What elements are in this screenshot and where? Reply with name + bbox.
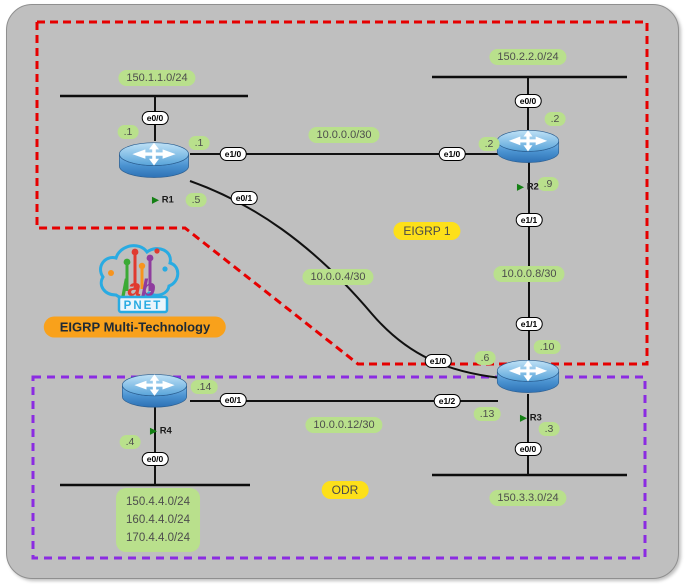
network-label-link-r4-r3: 10.0.0.12/30: [305, 417, 383, 433]
network-label-link-r2-r3: 10.0.0.8/30: [493, 266, 565, 282]
network-label-lan-r2: 150.2.2.0/24: [489, 49, 567, 65]
interface-r4-e0-0: e0/0: [141, 452, 169, 466]
interface-r2-e1-1: e1/1: [515, 213, 543, 227]
address-r3-lan: .3: [538, 422, 560, 436]
interface-r3-e1-0: e1/0: [424, 354, 452, 368]
network-label-link-r1-r3: 10.0.0.4/30: [302, 269, 374, 285]
address-r1-to-r2: .1: [188, 136, 210, 150]
logo-pnet-text: PNET: [124, 300, 163, 312]
lan-r4-net-1: 150.4.4.0/24: [126, 496, 190, 508]
address-r4-lan: .4: [119, 435, 141, 449]
address-r1-to-r3: .5: [185, 193, 207, 207]
address-r2-lan: .2: [544, 112, 566, 126]
router-r3-icon[interactable]: [495, 358, 561, 395]
address-r2-to-r1: .2: [478, 137, 500, 151]
address-r2-to-r3: .9: [537, 177, 559, 191]
circuit-nodes: [108, 248, 168, 276]
network-label-lan-r4: 150.4.4.0/24 160.4.4.0/24 170.4.4.0/24: [116, 488, 200, 552]
interface-r1-e1-0: e1/0: [219, 147, 247, 161]
address-r1-lan: .1: [117, 125, 139, 139]
router-label-r3: ▶R3: [520, 412, 542, 424]
eigrp1-zone-boundary: [35, 20, 649, 366]
router-marker-icon: ▶: [520, 412, 527, 423]
address-r3-to-r4: .13: [473, 407, 501, 421]
cloud-icon: [99, 244, 180, 301]
address-r3-to-r1: .6: [474, 351, 496, 365]
interface-r1-e0-1: e0/1: [230, 191, 258, 205]
router-marker-icon: ▶: [152, 194, 159, 205]
odr-zone-boundary: [31, 375, 647, 560]
router-r1-icon[interactable]: [117, 140, 191, 180]
lan-r4-net-3: 170.4.4.0/24: [126, 532, 190, 544]
pnetlab-logo: lab PNET: [99, 244, 180, 314]
diagram-title: EIGRP Multi-Technology: [43, 316, 227, 338]
router-r2-icon[interactable]: [495, 128, 561, 165]
router-label-r4: ▶R4: [150, 425, 172, 437]
zone-label-eigrp1: EIGRP 1: [393, 222, 461, 240]
network-label-lan-r1: 150.1.1.0/24: [118, 70, 196, 86]
address-r4-to-r3: .14: [190, 380, 218, 394]
circuit-traces: [125, 255, 152, 291]
zone-label-odr: ODR: [321, 481, 369, 499]
interface-r2-e0-0: e0/0: [514, 94, 542, 108]
network-label-lan-r3: 150.3.3.0/24: [489, 490, 567, 506]
lan-r4-net-2: 160.4.4.0/24: [126, 514, 190, 526]
router-marker-icon: ▶: [517, 181, 524, 192]
router-label-r1: ▶R1: [152, 194, 174, 206]
interface-r2-e1-0: e1/0: [438, 147, 466, 161]
interface-r1-e0-0: e0/0: [141, 111, 169, 125]
interface-r4-e0-1: e0/1: [219, 393, 247, 407]
network-label-link-r1-r2: 10.0.0.0/30: [308, 127, 380, 143]
interface-r3-e0-0: e0/0: [514, 442, 542, 456]
logo-pnet-box: [117, 295, 169, 314]
logo-lab-text: lab: [121, 275, 156, 302]
interface-r3-e1-1: e1/1: [515, 317, 543, 331]
router-r4-icon[interactable]: [120, 372, 189, 409]
router-marker-icon: ▶: [150, 425, 157, 436]
router-label-r2: ▶R2: [517, 181, 539, 193]
interface-r3-e1-2: e1/2: [433, 394, 461, 408]
address-r3-to-r2: .10: [533, 340, 561, 354]
